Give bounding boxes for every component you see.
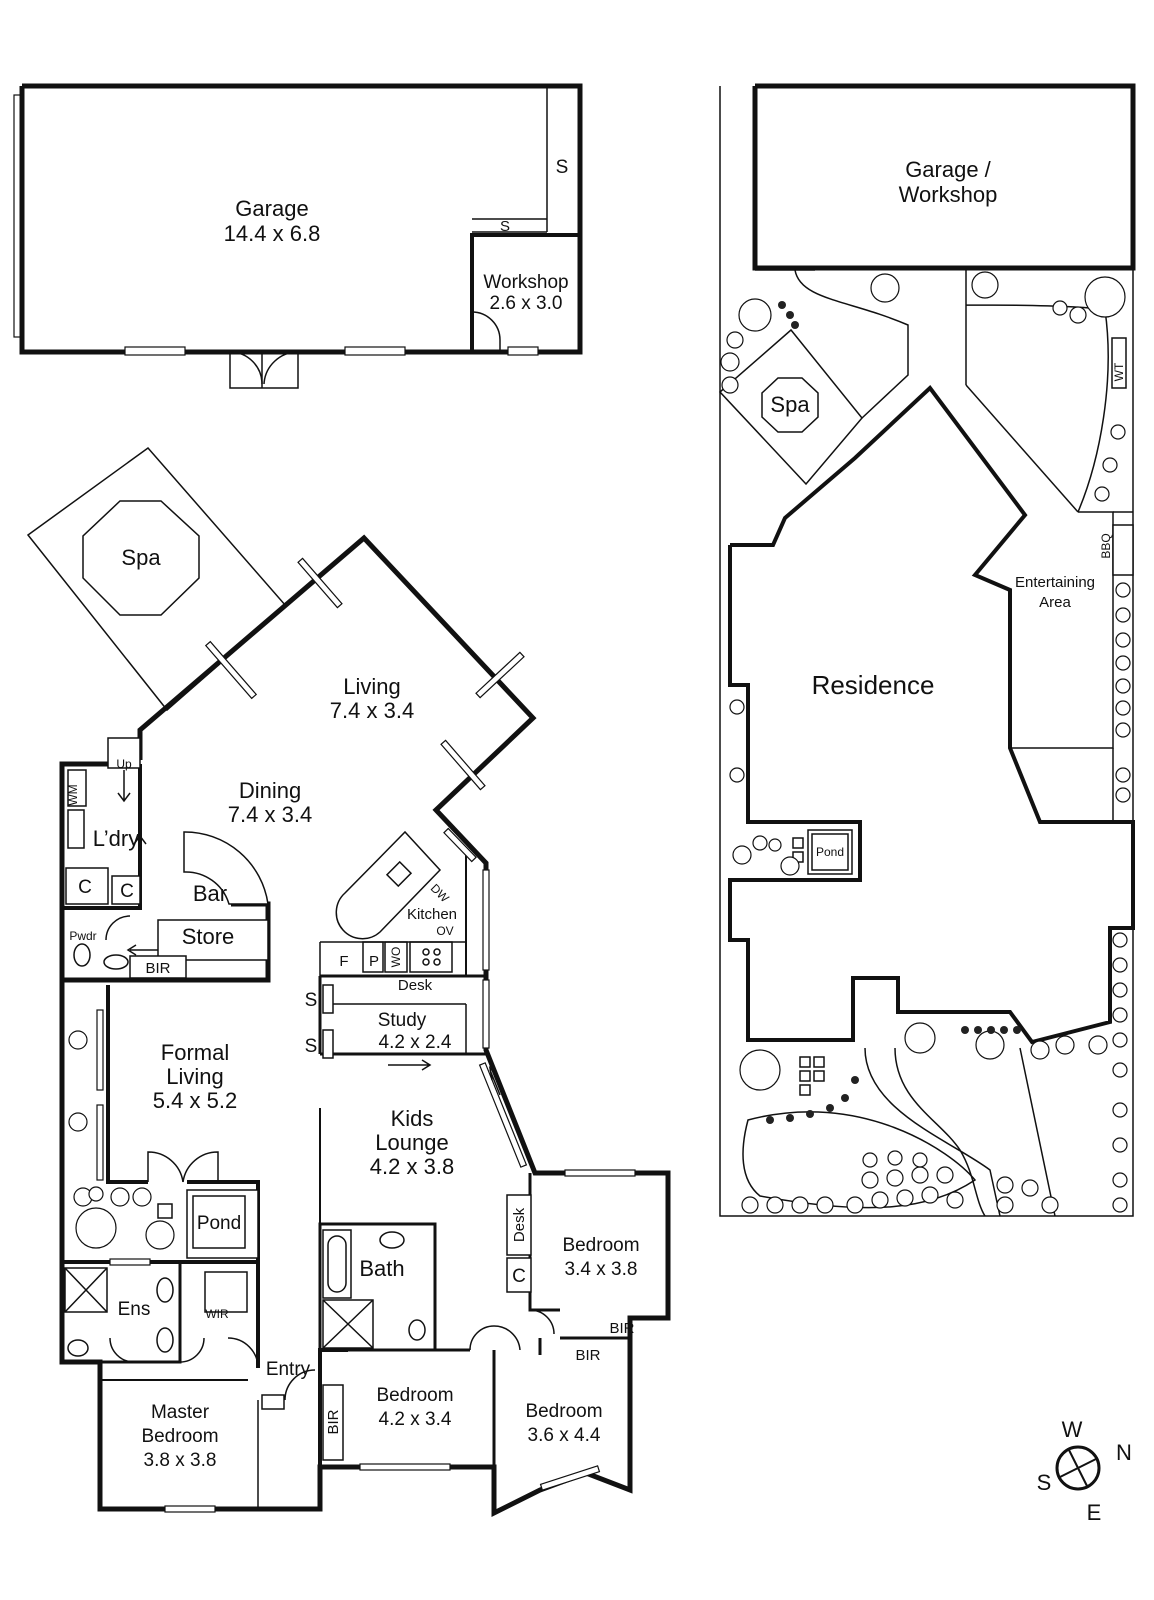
desk-label-1: Desk (398, 977, 433, 994)
workshop-size: 2.6 x 3.0 (490, 293, 563, 314)
garage-storage-wide-label: S (500, 218, 510, 235)
bbq-label: BBQ (1099, 533, 1113, 558)
study-shelf-2: S (305, 1036, 318, 1057)
up-label: Up (116, 757, 132, 771)
compass-east: E (1087, 1500, 1102, 1525)
bedroom-a-size: 3.4 x 3.8 (565, 1259, 638, 1280)
wm-label: WM (66, 784, 80, 805)
powder-label: Pwdr (69, 929, 96, 943)
wir-label: WIR (205, 1307, 229, 1321)
oven-label: OV (436, 924, 453, 938)
store-label: Store (182, 924, 235, 949)
desk-cupboard-label: C (512, 1266, 526, 1287)
compass-north: N (1116, 1440, 1132, 1465)
fridge-label: F (339, 953, 348, 970)
bath-label: Bath (359, 1256, 404, 1281)
kids-lounge-size: 4.2 x 3.8 (370, 1154, 454, 1179)
laundry-cupboard-2: C (120, 881, 134, 902)
study-shelf-1: S (305, 990, 318, 1011)
wall-oven-label: WO (389, 947, 403, 968)
entertaining-area-label-2: Area (1039, 594, 1071, 611)
living-size: 7.4 x 3.4 (330, 698, 414, 723)
site-garage-label-2: Workshop (899, 182, 998, 207)
spa-label: Spa (121, 545, 161, 570)
kids-lounge-label-1: Kids (391, 1106, 434, 1131)
garage-storage-tall-label: S (556, 157, 569, 178)
water-tank-label: WT (1112, 362, 1126, 381)
powder-bir-label: BIR (145, 960, 170, 977)
entry-label: Entry (266, 1359, 311, 1380)
entertaining-area-label-1: Entertaining (1015, 574, 1095, 591)
garage-label: Garage (235, 196, 308, 221)
site-trees (720, 271, 1131, 1214)
kids-lounge-label-2: Lounge (375, 1130, 448, 1155)
dishwasher-label: DW (428, 881, 453, 906)
bar-label: Bar (193, 881, 227, 906)
site-garage-label-1: Garage / (905, 157, 991, 182)
pantry-label: P (369, 953, 379, 970)
compass-icon (1055, 1445, 1101, 1491)
bedroom-c-size: 3.6 x 4.4 (528, 1425, 601, 1446)
ensuite-label: Ens (118, 1299, 151, 1320)
dining-size: 7.4 x 3.4 (228, 802, 312, 827)
formal-living-label-1: Formal (161, 1040, 229, 1065)
study-size: 4.2 x 2.4 (379, 1032, 452, 1053)
laundry-label: L’dry (93, 826, 139, 851)
garage-block (13, 83, 583, 389)
bedroom-a-label: Bedroom (562, 1235, 639, 1256)
desk-label-2: Desk (511, 1207, 528, 1242)
house-walls (59, 534, 671, 1518)
master-bedroom-label-2: Bedroom (141, 1426, 218, 1447)
workshop-label: Workshop (483, 272, 568, 293)
compass-south: S (1037, 1470, 1052, 1495)
bedroom-b-bir: BIR (325, 1409, 342, 1434)
laundry-cupboard-1: C (78, 877, 92, 898)
bedroom-b-label: Bedroom (376, 1385, 453, 1406)
dining-label: Dining (239, 778, 301, 803)
pond-label: Pond (197, 1213, 241, 1234)
site-spa-label: Spa (770, 392, 810, 417)
spa-deck (26, 446, 288, 712)
site-pond-label: Pond (816, 845, 844, 859)
kitchen-label: Kitchen (407, 906, 457, 923)
house-fixtures (64, 737, 555, 1510)
master-bedroom-label-1: Master (151, 1402, 210, 1423)
living-label: Living (343, 674, 400, 699)
bedroom-c-label: Bedroom (525, 1401, 602, 1422)
formal-living-size: 5.4 x 5.2 (153, 1088, 237, 1113)
bedroom-a-bir: BIR (609, 1320, 634, 1337)
study-label: Study (378, 1010, 427, 1031)
bedroom-b-size: 4.2 x 3.4 (379, 1409, 452, 1430)
master-bedroom-size: 3.8 x 3.8 (144, 1450, 217, 1471)
residence-label: Residence (812, 670, 935, 700)
formal-living-label-2: Living (166, 1064, 223, 1089)
bedroom-c-bir: BIR (575, 1347, 600, 1364)
house-windows (96, 557, 636, 1513)
compass-west: W (1062, 1417, 1083, 1442)
garage-size: 14.4 x 6.8 (224, 221, 321, 246)
